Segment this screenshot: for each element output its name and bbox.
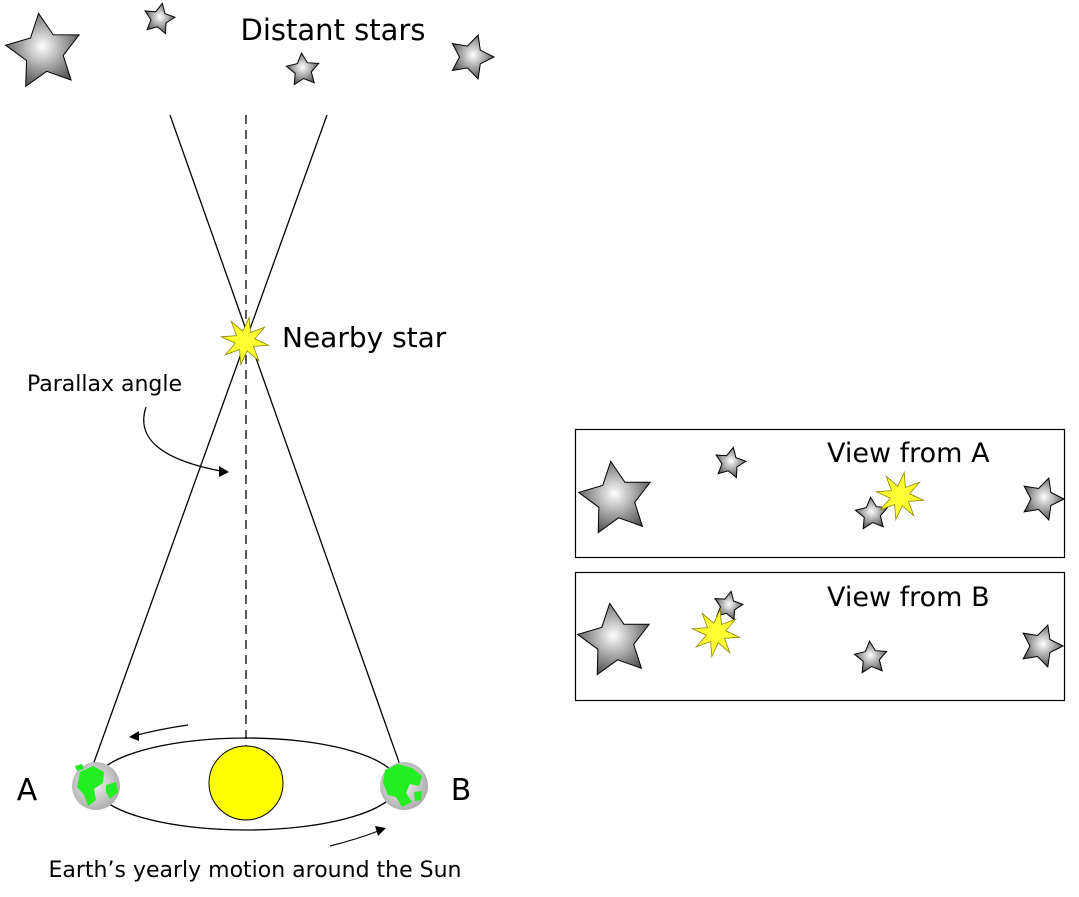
sight-line-from-a: [92, 114, 328, 766]
view-from-a-label: View from A: [827, 438, 990, 469]
parallax-pointer-arrow: [143, 406, 227, 473]
distant-star-icon: [285, 51, 320, 86]
nearby-star-icon: [874, 470, 926, 522]
view-from-a-panel: View from A: [574, 428, 1066, 559]
parallax-angle-label: Parallax angle: [27, 372, 182, 397]
distant-star-icon: [576, 602, 651, 676]
nearby-star-label: Nearby star: [282, 321, 447, 354]
nearby-star-icon: [219, 315, 271, 367]
distant-star-icon: [1022, 624, 1065, 668]
distant-star-icon: [4, 12, 81, 88]
point-a-label: A: [17, 773, 38, 808]
orbit-direction-arrow-top: [129, 724, 189, 741]
distant-star-icon: [577, 460, 652, 534]
distant-star-icon: [1023, 477, 1066, 521]
view-from-b-label: View from B: [827, 582, 990, 613]
point-b-label: B: [451, 773, 472, 808]
distant-star-icon: [853, 639, 888, 674]
distant-star-icon: [714, 590, 745, 621]
view-from-b-frame: [574, 571, 1066, 702]
sight-lines: [92, 114, 401, 766]
distant-stars-label: Distant stars: [241, 13, 426, 47]
orbit-caption: Earth’s yearly motion around the Sun: [49, 858, 462, 883]
parallax-arrowhead-icon: [219, 466, 229, 477]
sight-line-from-b: [169, 114, 401, 766]
orbit-direction-arrow-bottom: [329, 826, 386, 847]
distant-star-icon: [451, 34, 496, 80]
sun-icon: [208, 745, 284, 821]
distant-star-icon: [715, 446, 748, 479]
nearby-star-icon: [690, 607, 742, 659]
view-from-a-frame: [574, 428, 1066, 559]
earth-at-b-icon: [380, 762, 428, 810]
distant-star-icon: [144, 2, 177, 35]
earth-at-a-icon: [72, 762, 120, 810]
view-from-b-panel: View from B: [574, 571, 1066, 702]
